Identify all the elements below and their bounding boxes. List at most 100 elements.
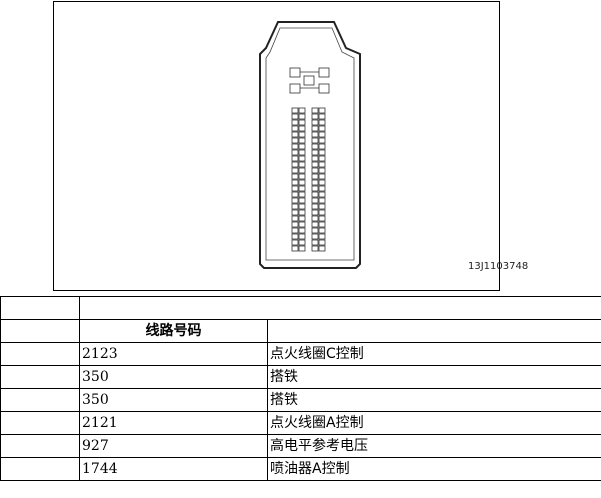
pin-cavity [311,167,319,174]
pin-cavity [298,245,306,252]
pin-table: 线路号码 2123 点火线圈C控制 350 搭铁 350 搭铁 2121 点火线… [0,296,601,481]
pin-cavity [298,227,306,234]
pin-cavity [298,203,306,210]
table-cell [0,319,80,343]
pin-cavity [318,239,326,246]
pin-cavity [311,191,319,198]
pin-cavity [291,173,299,180]
pin-cavity [318,179,326,186]
connector-housing-inner [265,27,355,261]
pin-cavity [311,221,319,228]
pin-cavity [291,137,299,144]
pin-cavity [298,197,306,204]
pin-cavity [318,167,326,174]
table-header-row: 线路号码 [0,319,601,343]
circuit-cell: 2121 [79,411,268,435]
table-row: 1744 喷油器A控制 [0,457,601,481]
pin-cavity [291,143,299,150]
pin-cavity [311,209,319,216]
table-row: 350 搭铁 [0,365,601,389]
pin-cavity [298,161,306,168]
connector-housing [259,21,361,269]
pin-cavity [291,113,299,120]
pin-cavity [318,113,326,120]
pin-cavity [291,167,299,174]
pin-cavity [318,209,326,216]
pin-cavity [318,125,326,132]
pin-cavity [311,149,319,156]
pin-cavity [291,125,299,132]
pin-cavity [291,131,299,138]
pin-cavity [318,137,326,144]
pin-cavity [318,191,326,198]
pin-cavity [311,125,319,132]
pin-cell [0,411,80,435]
connector-diagram [259,21,361,269]
pin-cavity [318,185,326,192]
table-row: 2123 点火线圈C控制 [0,342,601,366]
pin-cavity [291,221,299,228]
figure-id-label: 13J1103748 [468,261,529,272]
pin-cavity [318,161,326,168]
pin-cell [0,342,80,366]
pin-cell [0,457,80,481]
pin-cavity [318,197,326,204]
pin-cavity [291,197,299,204]
pin-cavity [318,227,326,234]
pin-cavity [311,143,319,150]
pin-cavity [291,119,299,126]
pin-cavity [291,185,299,192]
pin-cavity [318,131,326,138]
pin-cavity [298,113,306,120]
pin-cavity [291,233,299,240]
pin-cell [0,388,80,412]
pin-cell [0,434,80,458]
pin-cavity [298,179,306,186]
pin-cavity [311,203,319,210]
pin-cavity [298,233,306,240]
function-cell: 点火线圈A控制 [267,411,601,435]
pin-cavity [298,119,306,126]
pin-cavity [298,131,306,138]
table-row: 927 高电平参考电压 [0,434,601,458]
top-terminal-group [289,67,330,94]
pin-cavity [318,221,326,228]
pin-cavity [311,179,319,186]
pin-cavity [318,155,326,162]
pin-cavity [298,221,306,228]
function-header [267,319,601,343]
function-cell: 搭铁 [267,365,601,389]
pin-cavity [311,155,319,162]
pin-cavity [318,233,326,240]
table-row-blank [0,296,601,320]
pin-grid [291,107,326,252]
pin-cavity [298,107,306,114]
pin-cavity [291,203,299,210]
circuit-cell: 1744 [79,457,268,481]
table-row: 2121 点火线圈A控制 [0,411,601,435]
pin-cavity [318,149,326,156]
pin-cavity [318,119,326,126]
pin-cavity [291,161,299,168]
function-cell: 搭铁 [267,388,601,412]
pin-cavity [291,209,299,216]
pin-cavity [311,197,319,204]
pin-cavity [311,161,319,168]
pin-cavity [298,149,306,156]
pin-cavity [318,173,326,180]
pin-cavity [291,227,299,234]
pin-cavity [298,209,306,216]
pin-cavity [298,215,306,222]
pin-cavity [311,131,319,138]
pin-cavity [298,185,306,192]
pin-cavity [311,215,319,222]
function-cell: 喷油器A控制 [267,457,601,481]
pin-cavity [291,245,299,252]
circuit-header: 线路号码 [79,319,268,343]
pin-cavity [318,203,326,210]
function-cell: 高电平参考电压 [267,434,601,458]
pin-cavity [298,239,306,246]
pin-cavity [298,137,306,144]
pin-cavity [318,143,326,150]
pin-cavity [291,179,299,186]
